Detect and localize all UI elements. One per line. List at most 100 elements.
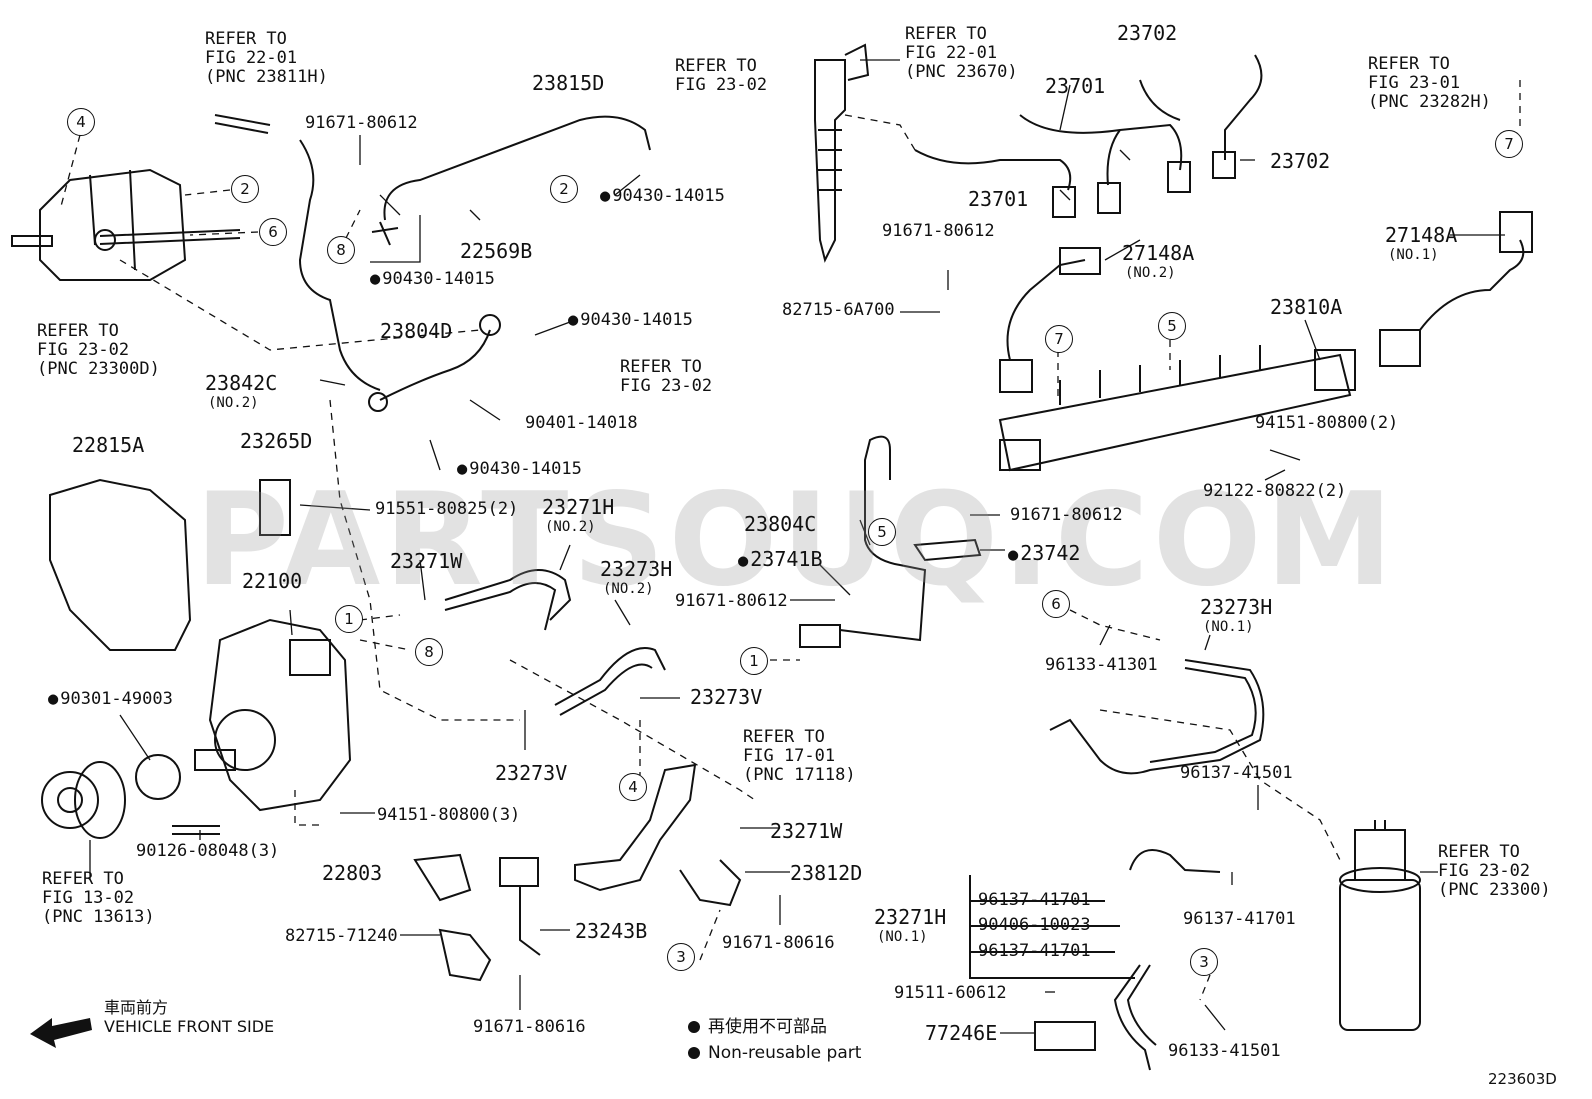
- part-label-23273v-a[interactable]: 23273V: [690, 685, 763, 709]
- callout-5-a: 5: [1158, 312, 1186, 340]
- part-label-22815a[interactable]: 22815A: [72, 433, 145, 457]
- part-label-22803[interactable]: 22803: [322, 861, 383, 885]
- dashed-leaders: [59, 80, 1521, 1001]
- part-label-96137-41701-a[interactable]: 96137-41701: [1183, 909, 1296, 929]
- callout-8-b: 8: [415, 638, 443, 666]
- bracket-23742-drawing: [913, 538, 982, 562]
- part-label-91671-80612-a[interactable]: 91671-80612: [305, 113, 418, 133]
- part-label-23842c[interactable]: 23842C: [205, 371, 278, 395]
- connector-23243b-drawing: [499, 857, 539, 887]
- injection-pipe-23702-b-drawing: [1224, 54, 1263, 160]
- sensor-wire-27148a-no2-drawing: [1006, 259, 1086, 361]
- hose-23271h-no1-upper-drawing: [1129, 849, 1221, 873]
- part-label-82715-71240[interactable]: 82715-71240: [285, 926, 398, 946]
- part-label-90430-14015-b[interactable]: 90430-14015: [370, 270, 495, 289]
- vehicle-front-arrow-icon: [30, 1018, 92, 1048]
- part-label-77246e[interactable]: 77246E: [925, 1021, 998, 1045]
- hose-23273h-no2-drawing: [554, 647, 666, 706]
- legend-row-jp: 再使用不可部品: [688, 1014, 861, 1040]
- part-label-23742[interactable]: 23742: [1008, 542, 1080, 566]
- part-label-23702-a[interactable]: 23702: [1117, 21, 1178, 45]
- part-label-91511-60612[interactable]: 91511-60612: [894, 983, 1007, 1003]
- leader-lines: [89, 59, 1505, 1034]
- stud-90126-08048-drawing: [172, 825, 220, 835]
- part-label-23273h-no2[interactable]: 23273H: [600, 557, 673, 581]
- part-label-91551-80825-2[interactable]: 91551-80825(2): [375, 499, 519, 519]
- part-label-22100[interactable]: 22100: [242, 569, 303, 593]
- part-label-23812d[interactable]: 23812D: [790, 861, 863, 885]
- part-label-23265d[interactable]: 23265D: [240, 429, 313, 453]
- part-label-22569b[interactable]: 22569B: [460, 239, 533, 263]
- part-label-23273v-b[interactable]: 23273V: [495, 761, 568, 785]
- part-label-23701-a[interactable]: 23701: [1045, 74, 1106, 98]
- part-label-90430-14015-a[interactable]: 90430-14015: [600, 187, 725, 206]
- part-label-90430-14015-d[interactable]: 90430-14015: [457, 460, 582, 479]
- callout-2-b: 2: [550, 175, 578, 203]
- part-label-96133-41301[interactable]: 96133-41301: [1045, 655, 1158, 675]
- supply-pump-upper-drawing: [11, 168, 241, 281]
- callout-5-b: 5: [868, 518, 896, 546]
- part-label-23271w-b[interactable]: 23271W: [770, 819, 843, 843]
- drawing-id: 223603D: [1488, 1070, 1557, 1088]
- callout-1-a: 1: [335, 605, 363, 633]
- hose-23271h-no2-drawing: [444, 569, 572, 621]
- part-label-96137-41701-b[interactable]: 96137-41701: [978, 890, 1091, 910]
- part-label-96133-41501[interactable]: 96133-41501: [1168, 1041, 1281, 1061]
- part-label-91671-80612-d[interactable]: 91671-80612: [1010, 505, 1123, 525]
- part-label-90126-08048-3[interactable]: 90126-08048(3): [136, 841, 280, 861]
- callout-1-b: 1: [740, 647, 768, 675]
- part-label-23741b[interactable]: 23741B: [738, 548, 822, 572]
- callout-2-a: 2: [231, 175, 259, 203]
- part-label-27148a-no2[interactable]: 27148A: [1122, 241, 1195, 265]
- part-label-82715-6a700[interactable]: 82715-6A700: [782, 300, 895, 320]
- callout-3-a: 3: [667, 943, 695, 971]
- callout-8-a: 8: [327, 236, 355, 264]
- part-label-91671-80612-b[interactable]: 91671-80612: [882, 221, 995, 241]
- part-label-90406-10023[interactable]: 90406-10023: [978, 915, 1091, 935]
- callout-6-a: 6: [259, 218, 287, 246]
- part-label-92122-80822-2[interactable]: 92122-80822(2): [1203, 481, 1347, 501]
- part-label-91671-80612-c[interactable]: 91671-80612: [675, 591, 788, 611]
- part-label-23271h-no2[interactable]: 23271H: [542, 495, 615, 519]
- bracket-23812d-drawing: [679, 859, 742, 907]
- part-label-23702-b[interactable]: 23702: [1270, 149, 1331, 173]
- pipe-23804d-drawing: [379, 329, 491, 401]
- part-label-23271w-a[interactable]: 23271W: [390, 549, 463, 573]
- part-label-23804d[interactable]: 23804D: [380, 319, 453, 343]
- callout-7-a: 7: [1045, 325, 1073, 353]
- part-label-23271h-no1[interactable]: 23271H: [874, 905, 947, 929]
- part-label-96137-41701-c[interactable]: 96137-41701: [978, 941, 1091, 961]
- part-label-94151-80800-2[interactable]: 94151-80800(2): [1255, 413, 1399, 433]
- part-label-90401-14018[interactable]: 90401-14018: [525, 413, 638, 433]
- part-label-23804c[interactable]: 23804C: [744, 512, 817, 536]
- callout-7-b: 7: [1495, 130, 1523, 158]
- part-label-23701-b[interactable]: 23701: [968, 187, 1029, 211]
- part-label-90301-49003[interactable]: 90301-49003: [48, 690, 173, 709]
- part-label-23273h-no1-sub: (NO.1): [1203, 619, 1254, 635]
- part-label-23273h-no1[interactable]: 23273H: [1200, 595, 1273, 619]
- part-label-27148a-no1-sub: (NO.1): [1388, 247, 1439, 263]
- part-label-90430-14015-c[interactable]: 90430-14015: [568, 311, 693, 330]
- part-label-96137-41501[interactable]: 96137-41501: [1180, 763, 1293, 783]
- injection-pipe-23701-a-drawing: [914, 149, 1072, 191]
- sensor-22803-drawing: [413, 853, 472, 902]
- part-label-91671-80616-a[interactable]: 91671-80616: [722, 933, 835, 953]
- part-label-91671-80616-b[interactable]: 91671-80616: [473, 1017, 586, 1037]
- non-reusable-dot-icon: [688, 1047, 700, 1059]
- part-label-23243b[interactable]: 23243B: [575, 919, 648, 943]
- supply-pump-22100-drawing: [194, 618, 352, 812]
- bracket-82715-71240-drawing: [438, 928, 492, 982]
- part-label-94151-80800-3[interactable]: 94151-80800(3): [377, 805, 521, 825]
- hose-23273h-no1-drawing: [1049, 659, 1265, 775]
- part-label-23810a[interactable]: 23810A: [1270, 295, 1343, 319]
- part-label-23815d[interactable]: 23815D: [532, 71, 605, 95]
- injection-pipe-23702-a-drawing: [1139, 79, 1181, 121]
- part-label-27148a-no1[interactable]: 27148A: [1385, 223, 1458, 247]
